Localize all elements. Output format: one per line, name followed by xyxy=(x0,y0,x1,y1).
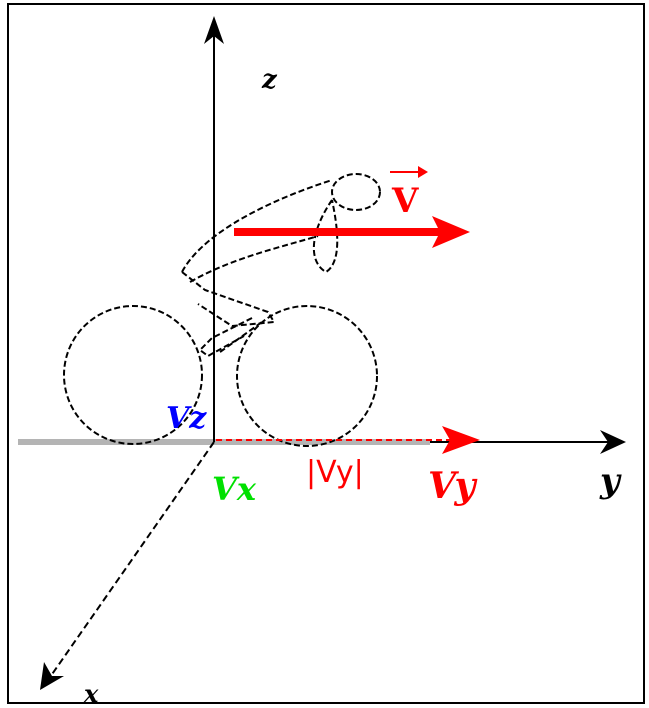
z-axis xyxy=(204,16,224,442)
vector-arrow-icon xyxy=(390,166,428,178)
vz-label: Vz xyxy=(166,401,207,436)
vy-arrowhead xyxy=(442,426,480,454)
rider-head xyxy=(331,173,381,211)
abs-vy-label: |Vy| xyxy=(306,455,364,490)
rider-leg xyxy=(198,317,253,358)
velocity-arrowhead xyxy=(432,216,470,248)
diagram-frame xyxy=(7,3,645,704)
vy-label: Vy xyxy=(428,465,477,507)
rider-chest xyxy=(189,235,319,283)
rider-thigh xyxy=(181,271,276,328)
rear-wheel xyxy=(63,305,203,445)
z-axis-arrowhead xyxy=(204,16,224,44)
front-wheel xyxy=(236,305,378,447)
rider-back xyxy=(181,179,333,273)
velocity-label: V xyxy=(391,181,419,221)
rider-arm xyxy=(313,199,339,274)
axis-y-label: y xyxy=(599,461,622,501)
axis-x-label: x xyxy=(83,679,99,708)
x-axis xyxy=(40,441,215,690)
vy-component xyxy=(216,426,480,454)
axis-z-label: z xyxy=(261,65,278,95)
cyclist-figure xyxy=(63,173,381,447)
x-axis-arrowhead xyxy=(40,662,64,690)
vx-label: Vx xyxy=(212,470,257,508)
y-axis-arrowhead xyxy=(600,430,626,454)
velocity-vector xyxy=(234,216,470,248)
